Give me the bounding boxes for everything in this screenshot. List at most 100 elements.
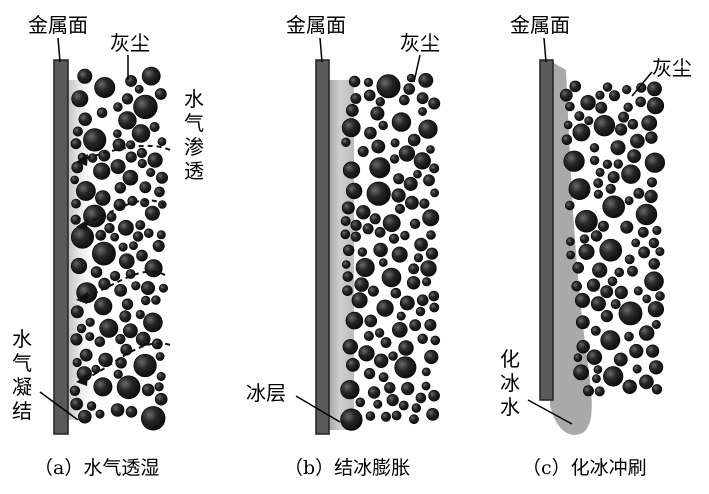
dust-particle	[418, 119, 438, 139]
dust-particle	[110, 159, 126, 175]
dust-particle	[403, 83, 416, 95]
dust-particle	[430, 335, 441, 346]
dust-particle	[655, 291, 665, 301]
dust-particle	[380, 411, 391, 422]
dust-particle	[590, 296, 606, 312]
dust-particle	[90, 266, 103, 278]
dust-particle	[119, 253, 135, 270]
dust-particle	[648, 258, 660, 270]
dust-particle	[367, 285, 379, 297]
dust-particle	[71, 198, 81, 209]
dust-particle	[614, 267, 625, 278]
dust-particle	[409, 218, 421, 230]
dust-particle	[575, 209, 598, 233]
dust-particle	[113, 102, 123, 112]
dust-particle	[563, 120, 573, 130]
dust-particle	[608, 90, 620, 102]
dust-particle	[572, 123, 591, 142]
bottom-label-a-char: 气	[12, 351, 32, 375]
dust-particle	[415, 392, 427, 404]
dust-particle	[391, 188, 406, 203]
dust-particle	[95, 190, 111, 206]
dust-particle	[579, 234, 590, 244]
dust-particle	[593, 365, 603, 374]
dust-particle	[399, 295, 415, 311]
dust-particle	[574, 292, 590, 308]
dust-particle	[566, 250, 576, 260]
dust-particle	[341, 118, 361, 138]
caption-b: （b）结冰膨胀	[284, 457, 410, 479]
dust-particle	[342, 285, 353, 297]
dust-particle	[421, 367, 431, 377]
dust-particle	[564, 200, 575, 211]
dust-particle	[647, 301, 665, 318]
dust-particle	[70, 175, 79, 185]
dust-particle	[638, 325, 655, 341]
melt-label-c-char: 冰	[500, 371, 520, 395]
dust-particle	[341, 201, 355, 215]
dust-particle	[363, 89, 376, 102]
dust-particle	[422, 277, 432, 287]
dust-particle	[633, 187, 645, 199]
dust-particle	[83, 204, 107, 228]
dust-particle	[369, 157, 391, 179]
dust-particle	[135, 309, 145, 320]
dust-particle	[366, 181, 391, 206]
dust-particle	[624, 254, 635, 265]
dust-label-c: 灰尘	[652, 56, 692, 80]
dust-particle	[389, 154, 400, 164]
dust-particle	[72, 126, 83, 137]
dust-particle	[576, 340, 590, 354]
dust-particle	[572, 261, 585, 274]
dust-particle	[600, 310, 614, 323]
dust-particle	[139, 181, 152, 194]
melt-label-c-char: 化	[500, 347, 520, 371]
dust-particle	[391, 410, 402, 421]
dust-particle	[593, 178, 604, 189]
dust-particle	[429, 163, 440, 174]
dust-particle	[646, 97, 665, 115]
dust-particle	[413, 152, 431, 170]
dust-particle	[106, 211, 117, 222]
dust-particle	[146, 168, 156, 178]
dust-particle	[362, 223, 374, 235]
dust-particle	[98, 352, 113, 368]
dust-particle	[593, 189, 604, 199]
dust-particle	[378, 372, 389, 383]
dust-particle	[391, 246, 408, 263]
dust-particle	[71, 90, 89, 108]
dust-particle	[573, 353, 583, 363]
dust-particle	[378, 258, 388, 267]
dust-particle	[382, 214, 401, 233]
dust-particle	[345, 357, 360, 372]
dust-particle	[414, 237, 428, 252]
dust-particle	[618, 111, 630, 123]
dust-particles-a	[69, 66, 169, 431]
dust-particle	[110, 403, 125, 417]
dust-particle	[638, 246, 650, 259]
dust-particle	[595, 167, 605, 177]
dust-particle	[83, 128, 107, 152]
dust-particle	[428, 290, 440, 302]
side-label-a-char: 水	[184, 87, 204, 111]
dust-particle	[645, 131, 658, 144]
metal-label-c: 金属面	[510, 13, 570, 37]
dust-particle	[118, 219, 134, 236]
dust-particle	[589, 155, 600, 166]
dust-particle	[374, 353, 389, 368]
dust-particle	[116, 375, 141, 400]
dust-particle	[644, 189, 658, 203]
dust-particle	[396, 311, 406, 321]
dust-particle	[364, 126, 377, 140]
dust-particle	[610, 140, 626, 156]
dust-particle	[420, 260, 437, 277]
dust-particle	[350, 219, 362, 231]
dust-particle	[589, 143, 600, 153]
dust-particle	[122, 323, 138, 339]
dust-particle	[568, 178, 591, 201]
dust-particle	[637, 226, 649, 238]
dust-particle	[156, 230, 166, 240]
dust-particle	[632, 364, 642, 374]
dust-particle	[429, 302, 440, 313]
